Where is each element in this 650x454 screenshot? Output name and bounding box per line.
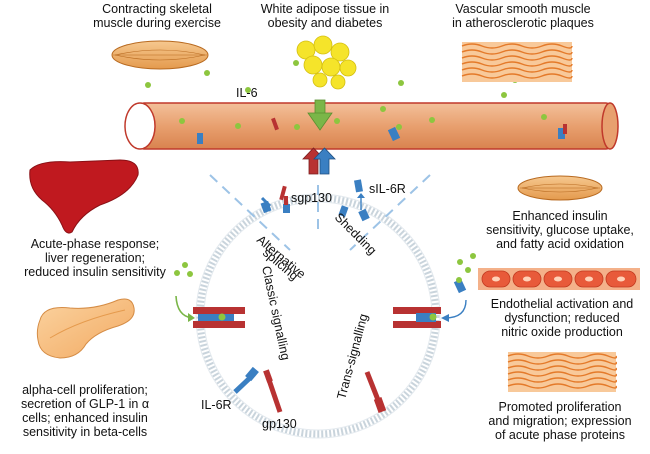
il6r-label: IL-6R [201, 398, 232, 412]
liver-icon [29, 159, 139, 234]
sil6r-molecule [338, 179, 370, 222]
right-smooth-muscle-icon [507, 352, 618, 392]
endothelial-cells-icon [478, 268, 640, 290]
il6-label: IL-6 [236, 86, 258, 100]
gp130-receptor [263, 369, 283, 413]
skeletal-muscle-label: Contracting skeletal muscle during exerc… [93, 2, 221, 30]
endothelial-effects: Endothelial activation and dysfunction; … [490, 297, 634, 339]
pancreas-effects: alpha-cell proliferation; secretion of G… [20, 383, 150, 439]
secretion-arrow [307, 99, 333, 131]
trans-signalling-complex [393, 277, 467, 328]
sil6r-label: sIL-6R [369, 182, 406, 196]
gp130-label: gp130 [262, 417, 297, 431]
vascular-smooth-muscle-label: Vascular smooth muscle in atheroscleroti… [452, 2, 594, 30]
skeletal-muscle-icon [111, 40, 209, 70]
classic-signalling-complex [175, 295, 245, 328]
receptor-release-arrows [302, 147, 336, 175]
right-skeletal-muscle-icon [517, 175, 603, 201]
liver-effects: Acute-phase response; liver regeneration… [24, 237, 166, 279]
adipose-tissue-label: White adipose tissue in obesity and diab… [260, 2, 390, 30]
divider-lines [209, 174, 431, 251]
adipose-tissue-icon [296, 35, 357, 90]
il6-molecules [145, 60, 547, 277]
blood-vessel [124, 102, 619, 150]
pancreas-icon [36, 298, 135, 359]
trans-signalling-label: Trans-signalling [334, 312, 370, 400]
smooth-muscle-effects: Promoted proliferation and migration; ex… [488, 400, 632, 442]
trans-gp130-receptor [364, 371, 387, 413]
il6r-receptor [233, 366, 259, 394]
muscle-effects: Enhanced insulin sensitivity, glucose up… [486, 209, 634, 251]
sgp130-label: sgp130 [291, 191, 332, 205]
vascular-smooth-muscle-icon [461, 42, 573, 82]
sgp130-molecule [260, 185, 290, 214]
shedding-label: Shedding [332, 210, 379, 257]
soluble-receptors-in-vessel [197, 117, 567, 144]
